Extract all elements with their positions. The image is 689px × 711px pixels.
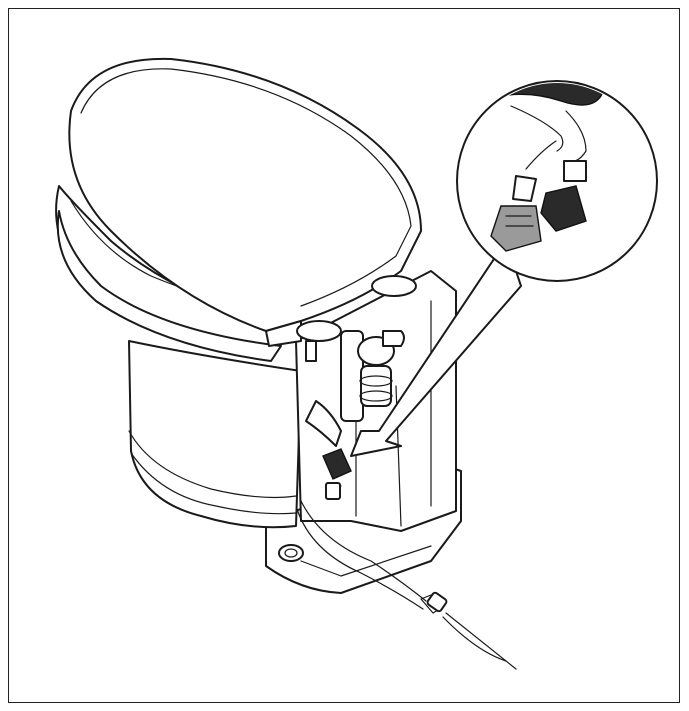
seat-ring [55, 185, 302, 362]
hinges [296, 275, 417, 342]
toilet-bowl [128, 340, 302, 529]
toilet-diagram [55, 57, 658, 670]
callout-pointer [350, 240, 522, 457]
plumbing-fittings [305, 330, 405, 447]
cable-connectors [322, 448, 352, 500]
detail-callout-circle [456, 80, 658, 282]
diagram-frame [8, 8, 680, 703]
power-cables [296, 500, 517, 670]
toilet-lid [68, 57, 422, 347]
